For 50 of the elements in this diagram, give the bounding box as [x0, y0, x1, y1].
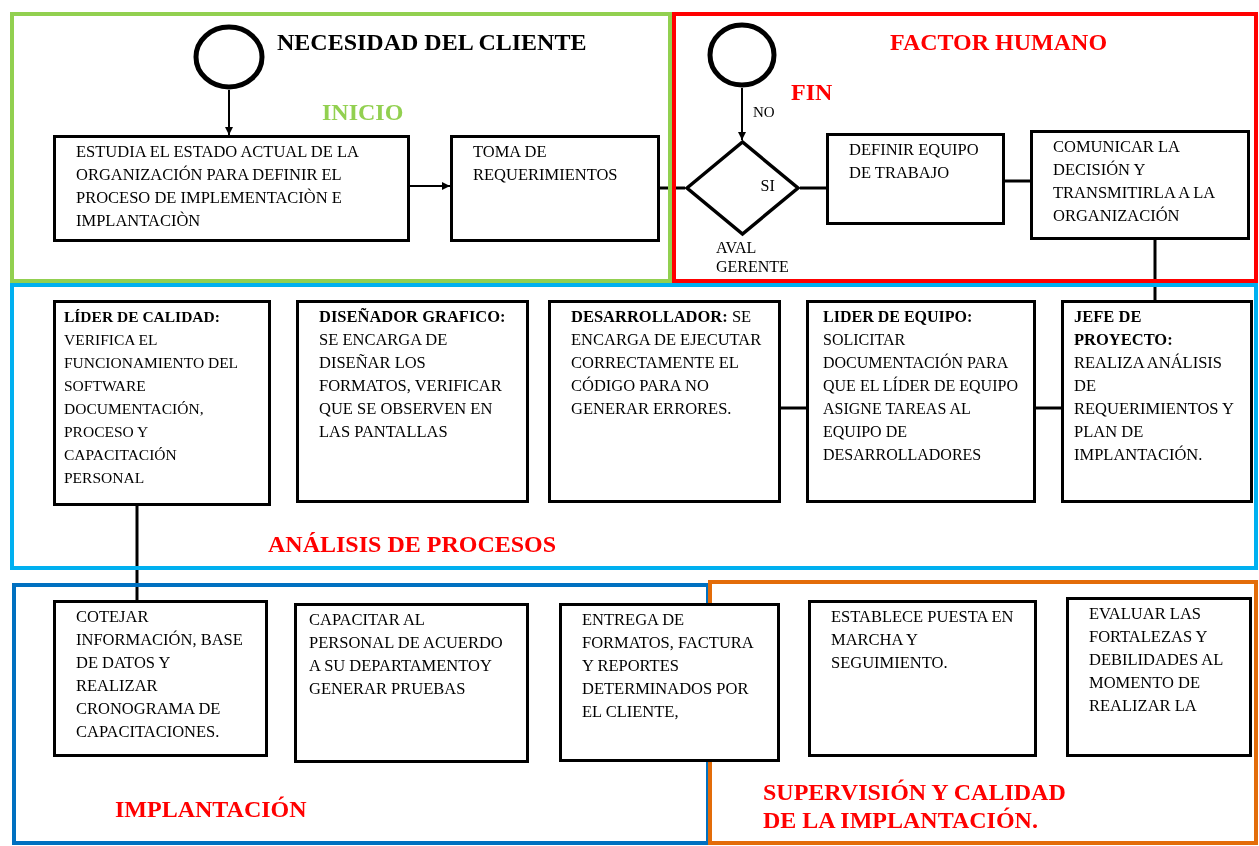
box-text: ESTUDIA EL ESTADO ACTUAL DE LA ORGANIZACIÓN PARA DEFINIR EL PROCESO DE IMPLEMENTACIÒN E IMPLANTACIÒN — [76, 141, 360, 232]
connector-line — [135, 506, 139, 600]
node-caption: FIN — [791, 78, 833, 106]
connector-line — [1036, 406, 1061, 410]
box-text: COMUNICAR LA DECISIÓN Y TRANSMITIRLA A LA ORGANIZACIÓN — [1053, 136, 1216, 227]
box-text: CAPACITAR AL PERSONAL DE ACUERDO A SU DEPARTAMENTOY GENERAR PRUEBAS — [309, 609, 504, 700]
connector-line — [800, 186, 826, 190]
box-text: JEFE DE PROYECTO: REALIZA ANÁLISIS DE REQUERIMIENTOS Y PLAN DE IMPLANTACIÓN. — [1074, 306, 1235, 466]
box-text: DEFINIR EQUIPO DE TRABAJO — [849, 139, 980, 184]
arrow — [225, 89, 233, 136]
connector-line — [781, 406, 806, 410]
box-text: EVALUAR LAS FORTALEZAS Y DEBILIDADES AL MOMENTO DE REALIZAR LA — [1089, 603, 1224, 717]
arrow — [738, 87, 746, 141]
decision-label: SI — [760, 176, 775, 195]
swimlane-band — [10, 283, 1258, 570]
arrow — [409, 182, 451, 190]
connector-line — [1005, 179, 1030, 183]
swimlane-band — [672, 12, 1258, 283]
connector-line — [660, 186, 685, 190]
process-box — [1061, 300, 1253, 503]
lane-heading: ANÁLISIS DE PROCESOS — [268, 530, 557, 558]
process-box — [53, 135, 410, 242]
lane-heading: IMPLANTACIÓN — [115, 795, 307, 823]
box-text: DISEÑADOR GRAFICO: SE ENCARGA DE DISEÑAR LOS FORMATOS, VERIFICAR QUE SE OBSERVEN EN LAS PANTALLAS — [319, 306, 507, 443]
box-text: COTEJAR INFORMACIÓN, BASE DE DATOS Y REALIZAR CRONOGRAMA DE CAPACITACIONES. — [76, 606, 244, 743]
process-box — [548, 300, 781, 503]
box-text: DESARROLLADOR: SE ENCARGA DE EJECUTAR CORRECTAMENTE EL CÓDIGO PARA NO GENERAR ERRORES. — [571, 306, 763, 420]
process-box — [53, 600, 268, 757]
node-note: AVAL GERENTE — [716, 238, 790, 276]
box-text: ENTREGA DE FORMATOS, FACTURA Y REPORTES DETERMINADOS POR EL CLIENTE, — [582, 609, 755, 723]
process-box — [559, 603, 780, 762]
lane-heading: FACTOR HUMANO — [890, 28, 1108, 56]
process-box — [296, 300, 529, 503]
process-box — [1030, 130, 1250, 240]
process-box — [294, 603, 529, 763]
swimlane-band — [10, 12, 672, 283]
box-text: LIDER DE EQUIPO: SOLICITAR DOCUMENTACIÓN PARA QUE EL LÍDER DE EQUIPO ASIGNE TAREAS AL EQUIPO DE DESARROLLADORES — [823, 307, 1019, 465]
process-box — [806, 300, 1036, 503]
process-box — [826, 133, 1005, 225]
box-text: TOMA DE REQUERIMIENTOS — [473, 141, 619, 186]
box-text: ESTABLECE PUESTA EN MARCHA Y SEGUIMIENTO. — [831, 606, 1015, 674]
lane-heading: INICIO — [322, 98, 404, 126]
process-box — [450, 135, 660, 242]
lane-heading: SUPERVISIÓN Y CALIDAD DE LA IMPLANTACIÓN. — [763, 778, 1067, 834]
node-caption: NECESIDAD DEL CLIENTE — [277, 28, 587, 56]
connector-line — [1153, 240, 1157, 300]
process-box — [53, 300, 271, 506]
box-text: LÍDER DE CALIDAD: VERIFICA EL FUNCIONAMIENTO DEL SOFTWARE DOCUMENTACIÓN, PROCESO Y CAPACITACIÓN PERSONAL — [64, 307, 239, 488]
process-box — [808, 600, 1037, 757]
process-box — [1066, 597, 1252, 757]
